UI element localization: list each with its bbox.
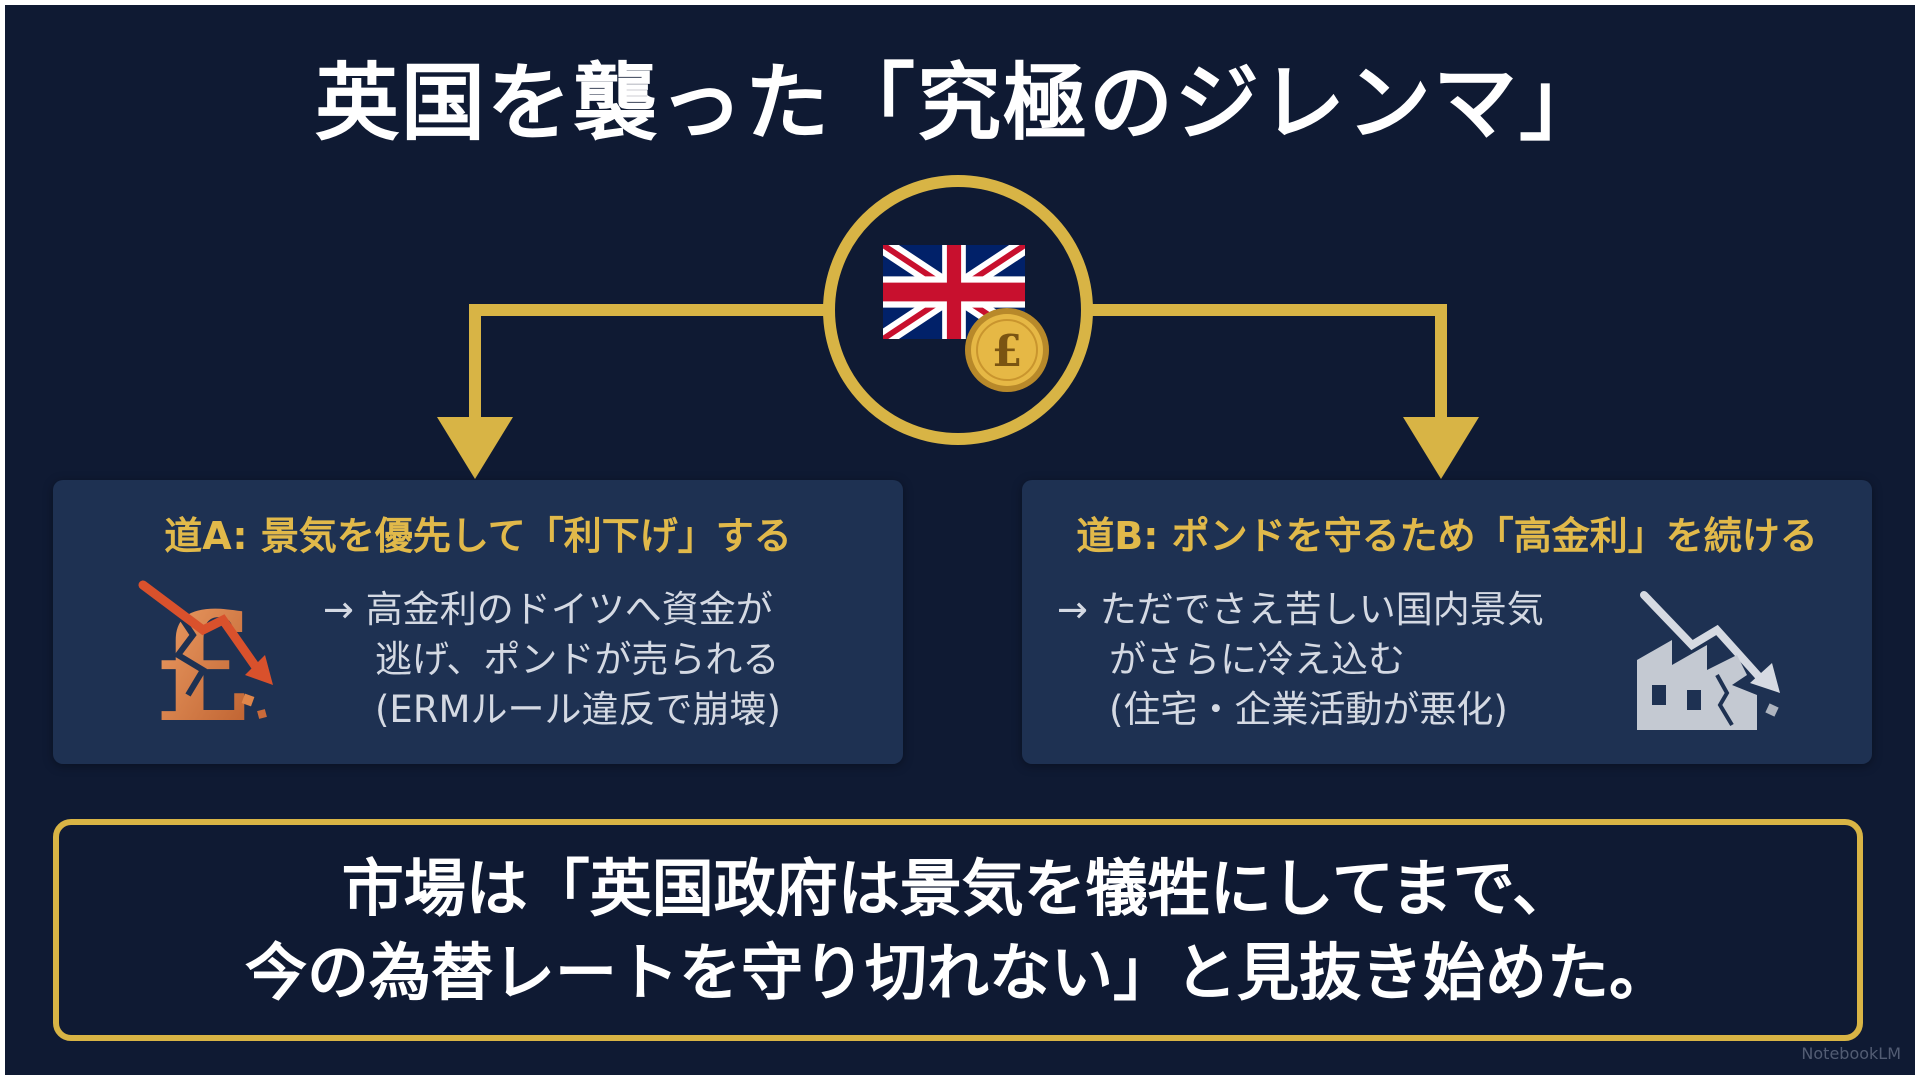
coin-symbol: £ — [992, 326, 1023, 377]
path-b-line-2: がさらに冷え込む — [1109, 638, 1405, 681]
path-a-title: 道A: 景気を優先して「利下げ」する — [164, 514, 792, 558]
path-a-line-3: (ERMルール違反で崩壊) — [375, 688, 781, 731]
arrowhead-a — [437, 417, 513, 479]
slide-title: 英国を襲った「究極のジレンマ」 — [314, 54, 1605, 152]
path-b-title: 道B: ポンドを守るため「高金利」を続ける — [1076, 514, 1818, 558]
conclusion-box: 市場は「英国政府は景気を犠牲にしてまで、 今の為替レートを守り切れない」と見抜き… — [53, 819, 1863, 1041]
path-a-line-2: 逃げ、ポンドが売られる — [375, 638, 780, 681]
watermark: NotebookLM — [1801, 1044, 1901, 1063]
path-b-line-1: → ただでさえ苦しい国内景気 — [1057, 588, 1544, 631]
dilemma-connector — [437, 175, 1479, 479]
branch-line-a — [469, 304, 829, 420]
arrowhead-b — [1403, 417, 1479, 479]
path-a-line-1: → 高金利のドイツへ資金が — [323, 588, 773, 631]
broken-pound-icon: £ — [133, 575, 283, 756]
pound-coin-icon: £ — [963, 306, 1051, 394]
branch-line-b — [1087, 304, 1447, 420]
collapsing-factory-icon — [1632, 575, 1792, 735]
conclusion-line-2: 今の為替レートを守り切れない」と見抜き始めた。 — [244, 936, 1671, 1009]
conclusion-line-1: 市場は「英国政府は景気を犠牲にしてまで、 — [341, 852, 1575, 925]
path-b-line-3: (住宅・企業活動が悪化) — [1109, 688, 1508, 731]
path-b-card: 道B: ポンドを守るため「高金利」を続ける → ただでさえ苦しい国内景気 がさら… — [1022, 480, 1872, 764]
path-a-card: 道A: 景気を優先して「利下げ」する £ → 高金利のドイツへ資金が 逃げ、ポン — [53, 480, 903, 764]
path-a-body: → 高金利のドイツへ資金が 逃げ、ポンドが売られる (ERMルール違反で崩壊) — [323, 585, 883, 735]
path-b-body: → ただでさえ苦しい国内景気 がさらに冷え込む (住宅・企業活動が悪化) — [1057, 585, 1617, 735]
slide: 英国を襲った「究極のジレンマ」 £ 道A: 景気を優先して「利下げ」する — [5, 5, 1915, 1075]
